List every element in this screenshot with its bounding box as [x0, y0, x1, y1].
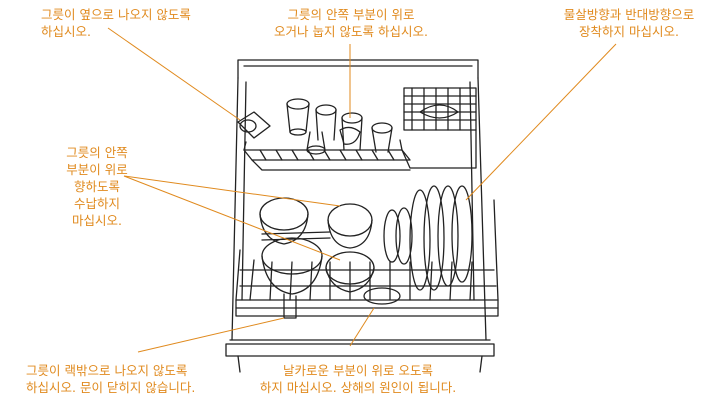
- callout-inner-up-top-line-1: 그릇의 안쪽 부분이 위로: [287, 7, 415, 22]
- upper-rack: [243, 87, 477, 171]
- plates: [383, 185, 473, 291]
- callout-inner-down: 그릇의 안쪽 부분이 위로 향하도록 수납하지 마십시오.: [52, 144, 142, 229]
- tub-outline: [237, 59, 479, 79]
- callout-inner-down-line-3: 향하도록: [73, 179, 120, 194]
- lower-rack: [235, 199, 499, 317]
- callout-rack-outside-line-1: 그릇이 랙밖으로 나오지 않도록: [26, 363, 188, 378]
- leader-inner-down-b: [123, 175, 341, 261]
- callout-inner-up-top-line-2: 오거나 눕지 않도록 하십시오.: [274, 24, 428, 39]
- callout-inner-down-line-2: 부분이 위로: [66, 162, 128, 177]
- callout-sideways-line-2: 하십시오.: [41, 24, 91, 39]
- leader-sideways: [107, 27, 241, 121]
- callout-inner-down-line-1: 그릇의 안쪽: [66, 145, 128, 160]
- bowls: [259, 197, 401, 319]
- callout-rack-outside: 그릇이 랙밖으로 나오지 않도록 하십시오. 문이 닫히지 않습니다.: [26, 362, 195, 396]
- callout-sharp-line-1: 날카로운 부분이 위로 오도록: [283, 363, 433, 378]
- callout-sharp: 날카로운 부분이 위로 오도록 하지 마십시오. 상해의 원인이 됩니다.: [248, 362, 468, 396]
- cups: [237, 98, 459, 155]
- callout-sideways-line-1: 그릇이 옆으로 나오지 않도록: [41, 7, 191, 22]
- callout-spray-direction-line-1: 물살방향과 반대방향으로: [563, 7, 695, 22]
- callout-inner-down-line-5: 마십시오.: [72, 213, 122, 228]
- leader-sharp: [349, 307, 375, 347]
- callout-sharp-line-2: 하지 마십시오. 상해의 원인이 됩니다.: [259, 380, 457, 395]
- leader-spray-direction: [465, 43, 617, 201]
- callout-sideways: 그릇이 옆으로 나오지 않도록 하십시오.: [41, 6, 191, 40]
- callout-spray-direction-line-2: 장착하지 마십시오.: [579, 24, 679, 39]
- callout-rack-outside-line-2: 하십시오. 문이 닫히지 않습니다.: [26, 380, 196, 395]
- leader-inner-down-a: [123, 175, 341, 207]
- leader-rack-outside: [137, 317, 285, 353]
- callout-inner-up-top: 그릇의 안쪽 부분이 위로 오거나 눕지 않도록 하십시오.: [256, 6, 446, 40]
- callout-spray-direction: 물살방향과 반대방향으로 장착하지 마십시오.: [544, 6, 714, 40]
- callout-inner-down-line-4: 수납하지: [73, 196, 120, 211]
